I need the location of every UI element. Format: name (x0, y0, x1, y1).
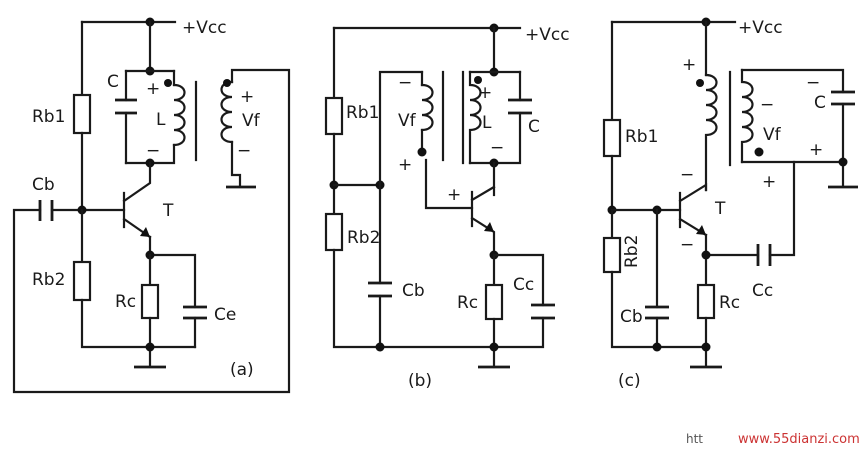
feedback-coil-a (220, 80, 234, 144)
cap-c-label-a: C (107, 72, 119, 92)
ce-capacitor-a (183, 305, 207, 320)
rc-label-c: Rc (719, 293, 740, 313)
watermark-prefix: htt (686, 432, 703, 446)
cb-capacitor-a (38, 200, 54, 221)
tank-capacitor-a (115, 98, 137, 115)
caption-c: (c) (618, 371, 641, 391)
watermark-site: www.55dianzi.com (738, 432, 860, 447)
transistor-a (122, 161, 152, 239)
plus-c-2: + (809, 140, 823, 160)
minus-c-1: − (680, 165, 694, 185)
rc-resistor-a (140, 283, 160, 320)
rb1-label-b: Rb1 (346, 103, 379, 123)
tank-inductor-a (172, 83, 186, 147)
tank-capacitor-c (831, 90, 855, 106)
plus-c-3: + (762, 172, 776, 192)
rb2-label-a: Rb2 (32, 270, 65, 290)
rb1-resistor-c (602, 118, 622, 158)
vf-label-a: Vf (242, 111, 261, 131)
vcc-label-b: +Vcc (525, 25, 570, 45)
cb-label-b: Cb (402, 281, 425, 301)
rc-label-a: Rc (115, 292, 136, 312)
minus-b-2: − (490, 138, 504, 158)
rb1-resistor-b (324, 96, 344, 136)
minus-a-2: − (237, 141, 251, 161)
cc-label-b: Cc (513, 275, 534, 295)
cb-capacitor-c (645, 305, 669, 320)
rb2-label-c: Rb2 (622, 235, 642, 268)
caption-a: (a) (230, 360, 254, 380)
cb-capacitor-b (368, 281, 392, 298)
rb2-label-b: Rb2 (347, 228, 380, 248)
minus-c-4: − (680, 235, 694, 255)
vcc-label-c: +Vcc (738, 18, 783, 38)
minus-c-3: − (760, 95, 774, 115)
minus-c-2: − (806, 73, 820, 93)
rb2-resistor-c (602, 236, 622, 274)
plus-a-2: + (240, 87, 254, 107)
ind-l-label-b: L (482, 113, 492, 133)
minus-a-1: − (146, 141, 160, 161)
transistor-label-c: T (714, 199, 726, 219)
cc-label-c: Cc (752, 281, 773, 301)
tank-inductor-b (468, 70, 482, 165)
rc-resistor-b (484, 283, 504, 321)
rb1-label-c: Rb1 (625, 127, 658, 147)
tank-capacitor-b (508, 98, 532, 115)
ce-label-a: Ce (214, 305, 236, 325)
rb2-resistor-b (324, 212, 344, 252)
ind-l-label-a: L (156, 110, 166, 130)
feedback-coil-c (740, 68, 754, 164)
plus-b-1: + (398, 155, 412, 175)
minus-b-1: − (398, 73, 412, 93)
rc-resistor-c (696, 283, 716, 320)
cb-label-a: Cb (32, 175, 55, 195)
vf-label-b: Vf (398, 111, 417, 131)
plus-c-1: + (682, 55, 696, 75)
cap-c-label-c: C (814, 93, 826, 113)
rb2-resistor-a (72, 260, 92, 302)
transistor-b (470, 185, 496, 257)
cc-capacitor-c (756, 244, 772, 266)
plus-a-1: + (146, 79, 160, 99)
rc-label-b: Rc (457, 293, 478, 313)
transistor-label-a: T (162, 201, 174, 221)
feedback-coil-b (420, 83, 434, 132)
vf-label-c: Vf (763, 125, 782, 145)
circuit-a: +Vcc C + L − + Vf − Rb1 Cb (12, 17, 291, 394)
plus-b-3: + (447, 185, 461, 205)
circuit-b: +Vcc Rb1 Rb2 Cb − Vf + (324, 23, 570, 391)
cc-capacitor-b (531, 303, 555, 320)
vcc-label-a: +Vcc (182, 18, 227, 38)
caption-b: (b) (408, 371, 432, 391)
circuit-c: +Vcc Rb1 Rb2 Cb + − C − − Vf + (602, 17, 858, 391)
cap-c-label-b: C (528, 117, 540, 137)
rb1-resistor-a (72, 93, 92, 135)
cb-label-c: Cb (620, 307, 643, 327)
rb1-label-a: Rb1 (32, 107, 65, 127)
plus-b-2: + (478, 83, 492, 103)
tank-inductor-c (704, 73, 718, 192)
